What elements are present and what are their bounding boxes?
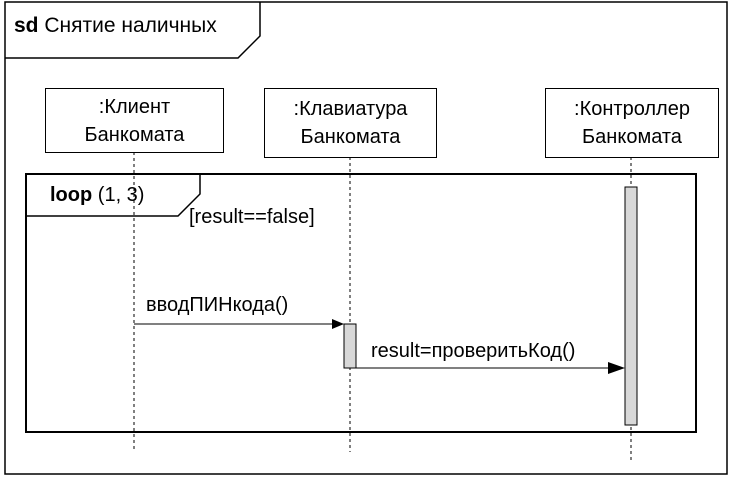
lifeline-name: :Клавиатура (293, 98, 408, 120)
lifeline-name: :Клиент (98, 95, 171, 118)
frame-keyword: sd (14, 14, 39, 37)
message-label-proveritkod: result=проверитьКод() (371, 340, 576, 362)
loop-operator: loop (50, 184, 93, 206)
sd-frame-tab (5, 2, 261, 59)
lifeline-head-client: :Клиент Банкомата (45, 88, 224, 153)
message-label-vvodpinkoda: вводПИНкода() (146, 294, 289, 316)
lifeline-name-line2: Банкомата (84, 123, 185, 146)
lifeline-head-controller: :Контроллер Банкомата (545, 88, 719, 158)
arrowhead-icon (608, 362, 625, 374)
activation-controller (624, 186, 638, 426)
loop-args: (1, 3) (97, 184, 145, 206)
loop-fragment (25, 173, 697, 433)
lifeline-name: :Контроллер (574, 98, 690, 120)
arrowhead-icon (332, 319, 344, 329)
sd-frame (4, 1, 728, 475)
frame-name: Снятие наличных (44, 14, 217, 37)
loop-guard: [result==false] (189, 206, 315, 228)
lifeline-head-keyboard: :Клавиатура Банкомата (264, 88, 437, 158)
frame-title: sd Снятие наличных (14, 14, 217, 38)
lifeline-name-line2: Банкомата (582, 126, 682, 148)
activation-keyboard (343, 323, 357, 369)
loop-title: loop (1, 3) (50, 184, 144, 207)
loop-fragment-tab (26, 174, 201, 217)
lifeline-name-line2: Банкомата (300, 126, 401, 148)
